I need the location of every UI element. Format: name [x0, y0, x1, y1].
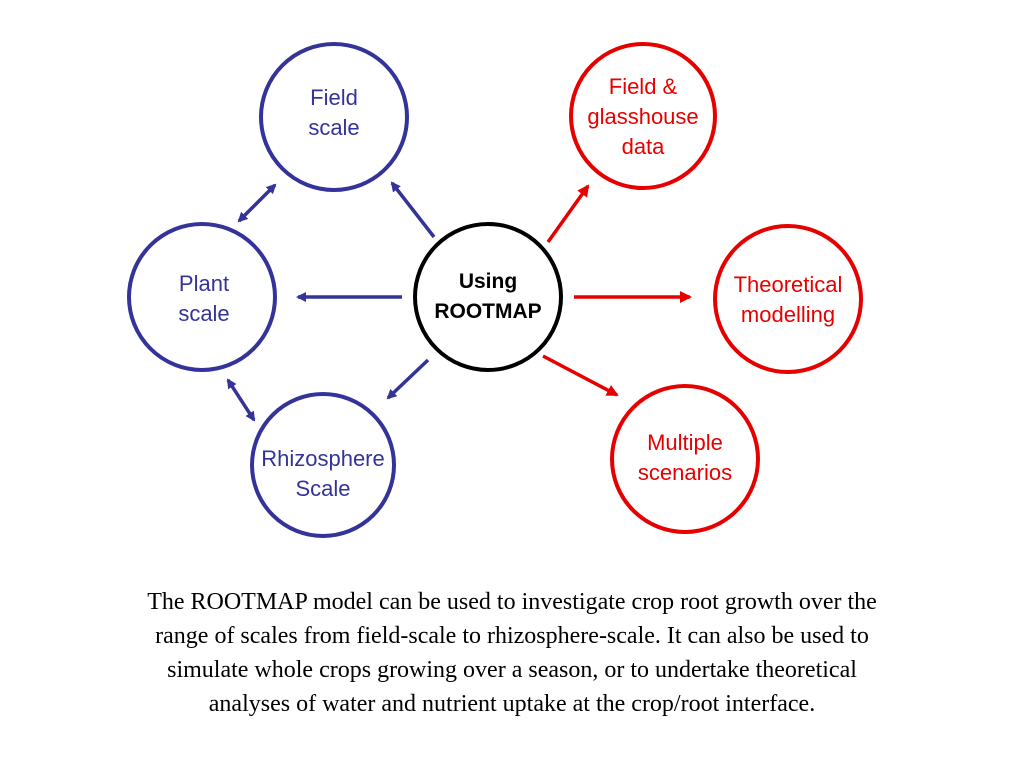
field-scale-line2: scale — [308, 115, 360, 140]
caption-line4: analyses of water and nutrient uptake at… — [208, 691, 816, 717]
rhizosphere-scale-line1: Rhizosphere — [261, 446, 385, 471]
diagram-caption: The ROOTMAP model can be used to investi… — [60, 585, 964, 721]
theoretical-modelling-line2: modelling — [740, 302, 836, 327]
field-glasshouse-data-line3: data — [621, 134, 665, 159]
field-glasshouse-data-line1: Field & — [608, 74, 678, 99]
plant-scale-node-circle — [127, 222, 277, 372]
field-glasshouse-data-line2: glasshouse — [587, 104, 699, 129]
arrow-center-to-field-glasshouse-data — [546, 184, 590, 244]
multiple-scenarios-line1: Multiple — [647, 430, 723, 455]
arrow-center-to-multiple-scenarios — [542, 354, 619, 397]
center-node-line2: ROOTMAP — [434, 300, 542, 323]
field-scale-line1: Field — [310, 85, 358, 110]
multiple-scenarios-line2: scenarios — [637, 460, 733, 485]
rhizosphere-scale-node-circle — [250, 392, 396, 538]
rhizosphere-scale-line2: Scale — [295, 476, 351, 501]
arrow-center-to-field-scale — [390, 181, 436, 239]
caption-line1: The ROOTMAP model can be used to investi… — [147, 589, 877, 615]
plant-scale-line1: Plant — [178, 271, 230, 296]
center-node-label: Using ROOTMAP — [408, 267, 568, 327]
theoretical-modelling-node-label: Theoretical modelling — [708, 270, 868, 330]
double-arrow-plant-rhizosphere — [226, 378, 256, 422]
plant-scale-node-label: Plant scale — [134, 269, 274, 329]
arrow-center-to-rhizosphere-scale — [386, 358, 430, 400]
center-node-line1: Using — [458, 270, 518, 293]
rhizosphere-scale-node-label: Rhizosphere Scale — [243, 444, 403, 504]
caption-line2: range of scales from field-scale to rhiz… — [155, 623, 869, 649]
field-glasshouse-data-node-circle — [569, 42, 717, 190]
center-node-circle — [413, 222, 563, 372]
multiple-scenarios-node-circle — [610, 384, 760, 534]
multiple-scenarios-node-label: Multiple scenarios — [605, 428, 765, 488]
field-scale-node-label: Field scale — [264, 83, 404, 143]
double-arrow-plant-field — [237, 183, 277, 223]
plant-scale-line2: scale — [178, 301, 230, 326]
theoretical-modelling-line1: Theoretical — [733, 272, 843, 297]
field-glasshouse-data-node-label: Field & glasshouse data — [563, 72, 723, 162]
theoretical-modelling-node-circle — [713, 224, 863, 374]
field-scale-node-circle — [259, 42, 409, 192]
caption-line3: simulate whole crops growing over a seas… — [167, 657, 857, 683]
rootmap-diagram — [127, 42, 863, 538]
